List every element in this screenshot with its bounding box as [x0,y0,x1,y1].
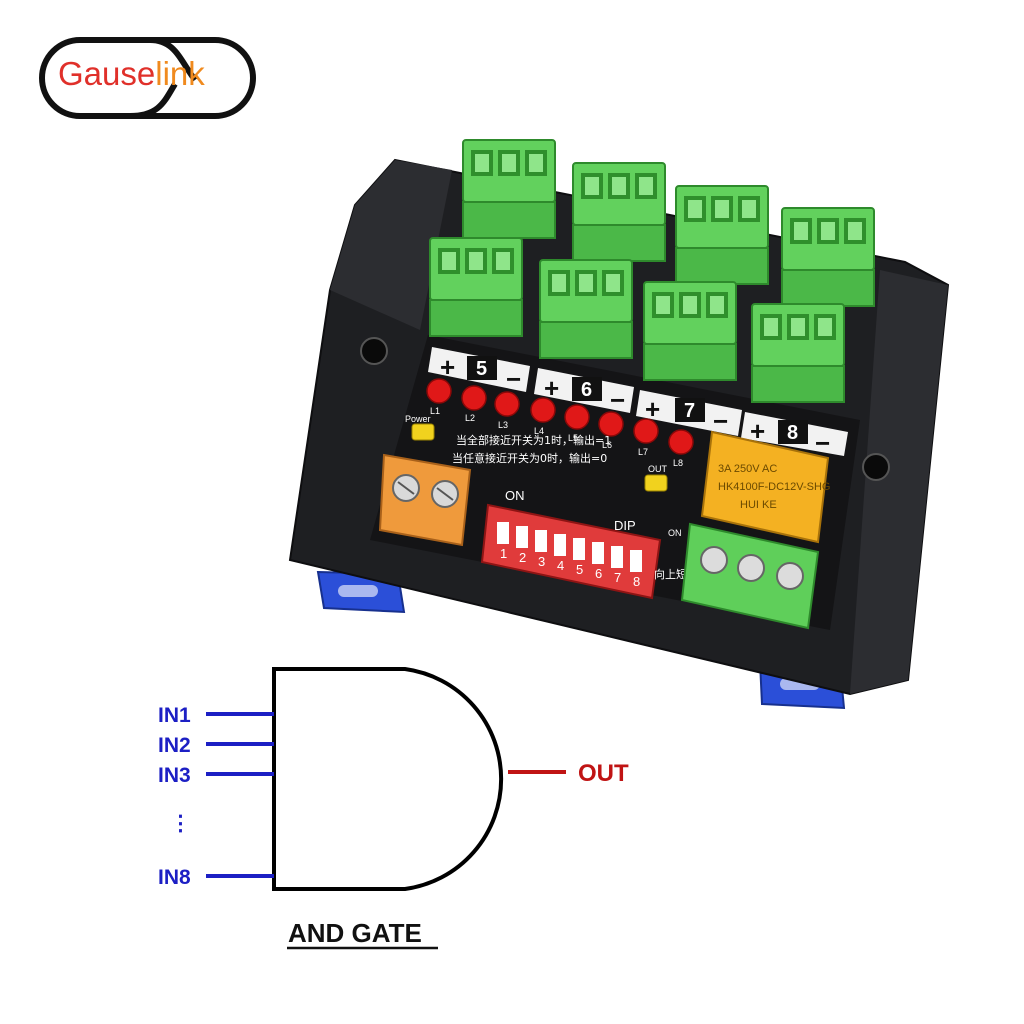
channel-8-minus: − [815,428,830,458]
mount-hole-left [360,337,388,365]
dip-position: 1 [500,546,507,561]
dip-toggle[interactable] [554,534,566,556]
dip-switch: ON DIP 1 2 3 4 5 6 7 8 [480,488,662,600]
dip-position: 5 [576,562,583,577]
output-terminal [680,522,820,630]
led-label: L1 [430,406,440,416]
relay-text-3: HUI KE [740,499,777,511]
dip-toggle[interactable] [592,542,604,564]
led [598,411,624,437]
board-note-line2: 当任意接近开关为0时，输出=0 [452,451,607,465]
led-label: L2 [465,413,475,423]
channel-6-minus: − [610,385,625,415]
relay-text-2: HK4100F-DC12V-SHG [718,481,831,493]
jumper-on-label: ON [668,528,682,538]
led-label: L6 [602,440,612,450]
board-note-line1: 当全部接近开关为1时，输出=1 [456,433,611,447]
input-label-in2: IN2 [158,734,191,757]
mount-hole-right [862,453,890,481]
led [668,429,694,455]
channel-6-plus: + [544,373,559,403]
channel-5-plus: + [440,352,455,382]
dip-toggle[interactable] [535,530,547,552]
relay: 3A 250V AC HK4100F-DC12V-SHG HUI KE [700,430,831,544]
dip-on-label: ON [505,488,525,503]
dip-label: DIP [614,518,636,533]
led-label: L4 [534,426,544,436]
output-label: OUT [578,760,629,787]
input-label-in1: IN1 [158,704,191,727]
svg-text:Gauselink: Gauselink [58,55,205,92]
dip-position: 8 [633,574,640,589]
brand-part2: link [155,55,205,92]
led [426,378,452,404]
channel-8-plus: + [750,416,765,446]
led-label: L8 [673,458,683,468]
channel-7-plus: + [645,394,660,424]
diagram-title: AND GATE [288,918,422,948]
led [633,418,659,444]
input-lines [206,712,274,878]
relay-text-1: 3A 250V AC [718,463,777,475]
dip-toggle[interactable] [573,538,585,560]
dip-toggle[interactable] [497,522,509,544]
channel-7-label: 7 [684,400,695,422]
dip-position: 7 [614,570,621,585]
power-terminal [378,453,472,547]
dip-position: 3 [538,554,545,569]
status-leds [426,378,694,455]
input-label-in8: IN8 [158,866,191,889]
input-label-in3: IN3 [158,764,191,787]
channel-6-label: 6 [581,379,592,401]
channel-5-label: 5 [476,358,487,380]
channel-8-label: 8 [787,422,798,444]
channel-7-minus: − [713,406,728,436]
led [530,397,556,423]
power-label: Power [405,414,431,424]
channel-labels: 5 6 7 8 + − + − + − + − [440,352,830,458]
dip-toggle[interactable] [611,546,623,568]
dip-toggle[interactable] [516,526,528,548]
led [564,404,590,430]
brand-part1: Gause [58,55,155,92]
led [494,391,520,417]
led-labels: L1 L2 L3 L4 L5 L6 L7 L8 [430,406,683,468]
led-label: L7 [638,447,648,457]
led-label: L5 [568,433,578,443]
led-label: L3 [498,420,508,430]
logo-loop-outline [39,37,256,119]
dip-toggle[interactable] [630,550,642,572]
power-led [411,423,435,441]
out-led-label: OUT [648,464,668,474]
input-ellipsis: ⋮ [170,812,191,835]
led [461,385,487,411]
dip-position: 4 [557,558,564,573]
dip-position: 6 [595,566,602,581]
and-gate-symbol [272,667,504,891]
channel-5-minus: − [506,364,521,394]
dip-position: 2 [519,550,526,565]
out-led [644,474,668,492]
